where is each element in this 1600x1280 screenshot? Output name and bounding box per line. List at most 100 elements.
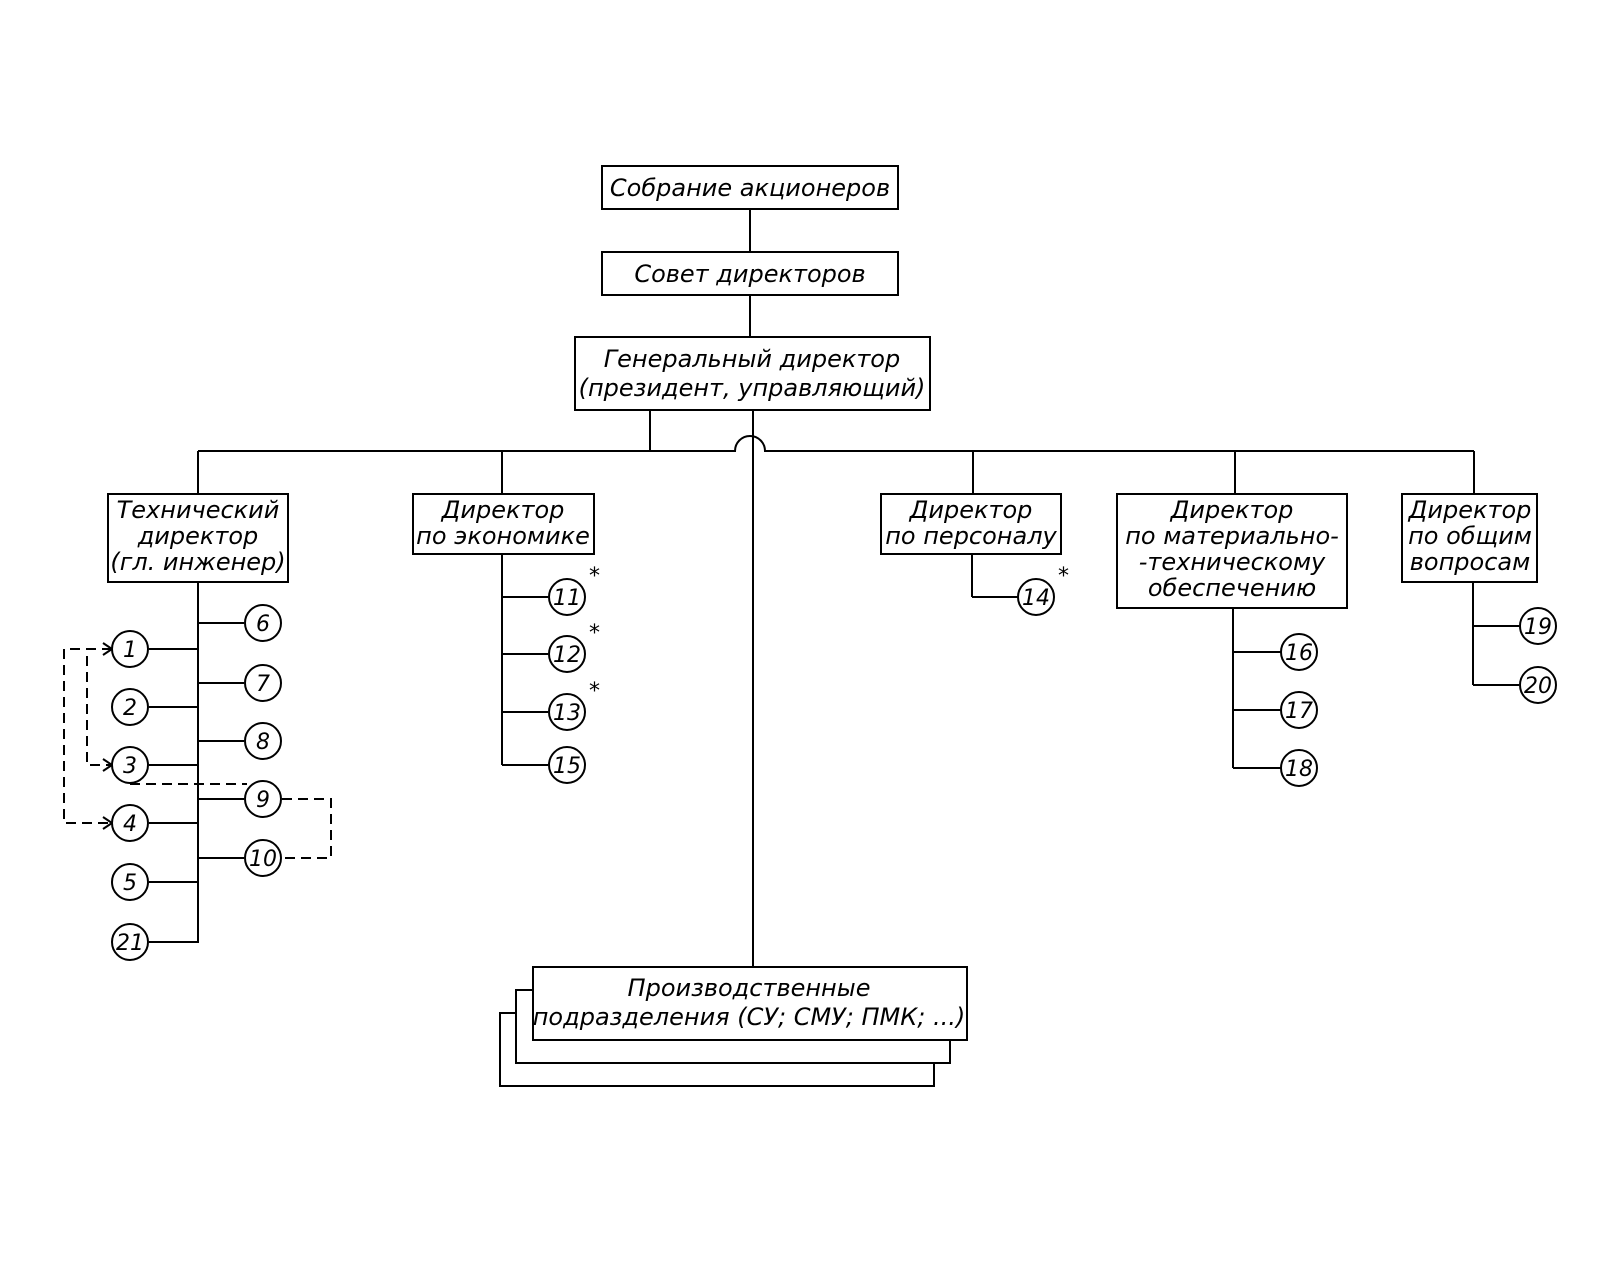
node-13: 13 * (548, 679, 600, 731)
node-circle (244, 664, 282, 702)
node-circle (1280, 749, 1318, 787)
node-19: 19 (1519, 607, 1557, 645)
node-circle (1519, 666, 1557, 704)
node-number: 7 (256, 672, 270, 697)
logistics-director-line4: обеспечению (1148, 574, 1316, 602)
production-units-box: Производственные подразделения (СУ; СМУ;… (499, 966, 968, 1087)
node-5: 5 (111, 863, 149, 901)
economics-director-line2: по экономике (416, 522, 590, 550)
node-number: 6 (256, 612, 270, 637)
node-circle (1280, 691, 1318, 729)
ceo-label-line1: Генеральный директор (604, 345, 900, 373)
logistics-director-line3: -техническому (1139, 548, 1326, 576)
node-circle (1519, 607, 1557, 645)
node-number: 13 (553, 701, 581, 726)
node-number: 16 (1285, 641, 1313, 666)
board-label: Совет директоров (634, 260, 865, 288)
node-17: 17 (1280, 691, 1318, 729)
technical-director-line1: Технический (117, 496, 280, 524)
node-number: 4 (123, 812, 137, 837)
shareholders-box: Собрание акционеров (601, 165, 899, 210)
node-number: 15 (553, 754, 581, 779)
node-circle (111, 804, 149, 842)
general-director-line3: вопросам (1410, 548, 1530, 576)
node-circle (1280, 633, 1318, 671)
node-circle (548, 635, 586, 673)
node-number: 18 (1285, 757, 1313, 782)
node-21: 21 (111, 923, 149, 961)
general-branch (1472, 582, 1519, 686)
technical-director-line3: (гл. инженер) (110, 548, 285, 576)
node-3: 3 (111, 746, 149, 784)
node-circle (111, 863, 149, 901)
node-circle (548, 578, 586, 616)
logistics-director-box: Директор по материально- -техническому о… (1116, 493, 1348, 609)
top-connectors (197, 209, 1475, 967)
node-9: 9 (244, 780, 282, 818)
node-asterisk: * (1058, 564, 1069, 589)
technical-branch (63, 582, 332, 943)
shareholders-label: Собрание акционеров (610, 174, 890, 202)
personnel-director-line2: по персоналу (885, 522, 1057, 550)
node-circle (111, 688, 149, 726)
personnel-director-line1: Директор (909, 496, 1033, 524)
node-asterisk: * (589, 564, 600, 589)
node-number: 1 (123, 638, 137, 663)
ceo-label-line2: (президент, управляющий) (579, 374, 926, 402)
node-number: 8 (256, 730, 270, 755)
node-6: 6 (244, 604, 282, 642)
node-circle (244, 722, 282, 760)
node-12: 12 * (548, 621, 600, 673)
economics-director-box: Директор по экономике (412, 493, 595, 555)
node-number: 12 (553, 643, 581, 668)
node-number: 5 (123, 871, 137, 896)
node-number: 21 (116, 931, 144, 956)
node-16: 16 (1280, 633, 1318, 671)
economics-branch (501, 554, 548, 766)
personnel-branch (971, 554, 1018, 598)
economics-director-line1: Директор (441, 496, 565, 524)
node-4: 4 (111, 804, 149, 842)
node-circle (111, 630, 149, 668)
node-circle (244, 604, 282, 642)
node-number: 9 (256, 788, 270, 813)
node-14: 14 * (1017, 564, 1069, 616)
general-director-line2: по общим (1408, 522, 1532, 550)
node-8: 8 (244, 722, 282, 760)
node-circle (111, 923, 149, 961)
node-11: 11 * (548, 564, 600, 616)
logistics-director-line2: по материально- (1125, 522, 1339, 550)
node-1: 1 (111, 630, 149, 668)
node-10: 10 (244, 839, 282, 877)
node-7: 7 (244, 664, 282, 702)
logistics-branch (1232, 608, 1281, 769)
personnel-director-box: Директор по персоналу (880, 493, 1062, 555)
node-number: 14 (1022, 586, 1050, 611)
technical-director-line2: директор (137, 522, 259, 550)
board-box: Совет директоров (601, 251, 899, 296)
node-circle (1017, 578, 1055, 616)
node-number: 3 (123, 754, 137, 779)
node-asterisk: * (589, 679, 600, 704)
logistics-director-line1: Директор (1170, 496, 1294, 524)
node-circle (548, 746, 586, 784)
general-director-line1: Директор (1408, 496, 1532, 524)
node-circle (244, 780, 282, 818)
node-20: 20 (1519, 666, 1557, 704)
general-director-box: Директор по общим вопросам (1401, 493, 1538, 583)
node-18: 18 (1280, 749, 1318, 787)
node-2: 2 (111, 688, 149, 726)
node-circle (111, 746, 149, 784)
node-asterisk: * (589, 621, 600, 646)
node-number: 17 (1285, 699, 1313, 724)
node-number: 10 (249, 847, 277, 872)
production-units-line1: Производственные (628, 974, 871, 1002)
technical-director-box: Технический директор (гл. инженер) (107, 493, 289, 583)
ceo-box: Генеральный директор (президент, управля… (574, 336, 931, 411)
node-number: 20 (1524, 674, 1552, 699)
node-number: 19 (1524, 615, 1552, 640)
node-number: 11 (553, 586, 581, 611)
node-circle (548, 693, 586, 731)
